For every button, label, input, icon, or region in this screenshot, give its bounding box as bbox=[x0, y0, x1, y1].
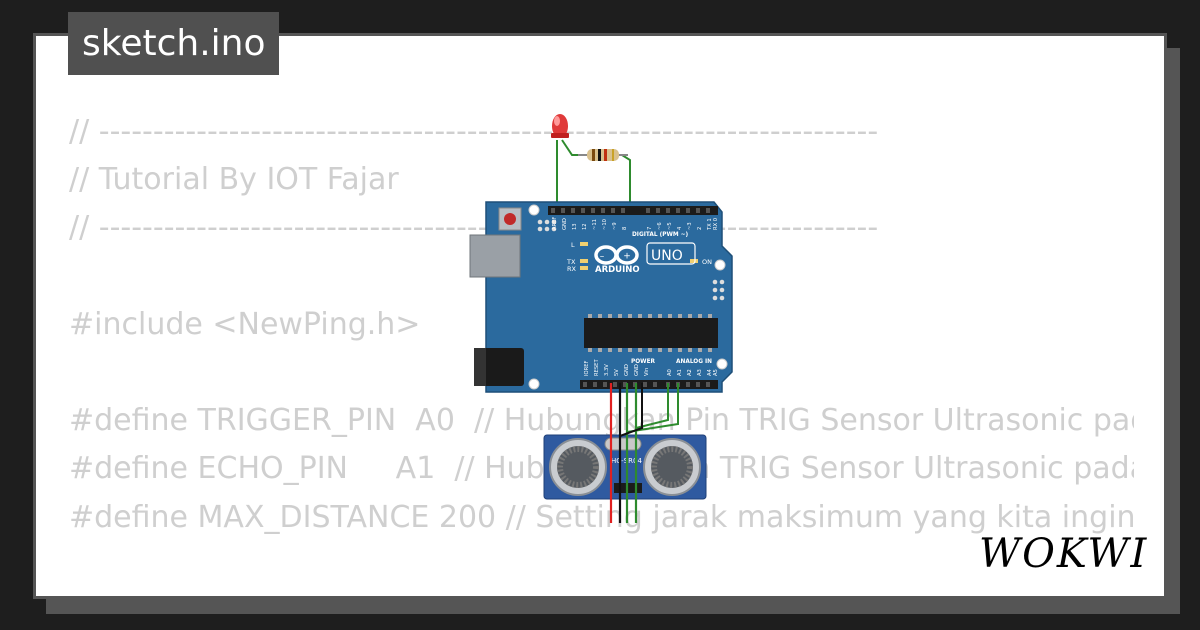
pin-label: ~10 bbox=[602, 219, 608, 230]
code-line: #include <NewPing.h> bbox=[69, 306, 421, 342]
file-tab-label: sketch.ino bbox=[82, 23, 266, 64]
l-label: L bbox=[571, 241, 575, 249]
wokwi-logo-text: WOKWI bbox=[979, 531, 1148, 577]
usb-port bbox=[469, 234, 521, 278]
pin-label: 7 bbox=[647, 227, 653, 230]
arduino-infinity-logo bbox=[594, 245, 639, 265]
pin-label: GND bbox=[624, 364, 630, 376]
on-label: ON bbox=[702, 258, 712, 266]
pin-label: 12 bbox=[582, 223, 588, 230]
icsp-header-right bbox=[712, 279, 725, 301]
tx-label: TX bbox=[566, 258, 576, 266]
digital-header bbox=[548, 206, 718, 215]
pin-label: ~6 bbox=[657, 222, 663, 230]
pin-label: TX 1 bbox=[707, 218, 713, 231]
pin-label: 4 bbox=[677, 226, 683, 230]
file-tab[interactable]: sketch.ino bbox=[68, 12, 280, 75]
code-line: #define MAX_DISTANCE 200 // Setting jara… bbox=[69, 499, 1134, 535]
icsp-header-left bbox=[537, 219, 557, 232]
pin-label: RESET bbox=[594, 359, 600, 376]
arduino-brand-label: ARDUINO bbox=[595, 265, 640, 275]
code-line: #define TRIGGER_PIN A0 // Hubungkan Pin … bbox=[69, 403, 1134, 439]
pin-label: IOREF bbox=[584, 361, 590, 376]
arduino-model-label: UNO bbox=[651, 248, 683, 264]
digital-label: DIGITAL (PWM ~) bbox=[632, 232, 689, 238]
atmega-chip bbox=[584, 318, 718, 348]
rx-label: RX bbox=[567, 265, 577, 273]
pin-label: A3 bbox=[697, 369, 703, 376]
svg-text:–: – bbox=[600, 252, 605, 262]
arduino-uno-board[interactable]: – + bbox=[469, 201, 733, 393]
pin-label: 8 bbox=[622, 227, 628, 230]
hc-sr04-sensor[interactable] bbox=[543, 434, 707, 500]
power-jack bbox=[474, 348, 524, 386]
led-wire-anode bbox=[561, 139, 585, 156]
pin-label: A1 bbox=[677, 369, 683, 376]
pin-label: Vin bbox=[644, 368, 650, 376]
code-line: // -------------------------------------… bbox=[69, 114, 879, 149]
pin-label: ~11 bbox=[592, 219, 598, 230]
pin-label: A0 bbox=[667, 369, 673, 376]
pin-label: ~3 bbox=[687, 222, 693, 230]
resistor-wire bbox=[621, 154, 631, 211]
pin-label: GND bbox=[634, 364, 640, 376]
code-line: NewPing sonar(TRIGGER_PIN, ECHO_PIN, MAX… bbox=[69, 590, 1134, 597]
analog-label: ANALOG IN bbox=[676, 359, 712, 365]
pin-label: ~5 bbox=[667, 222, 673, 230]
led[interactable] bbox=[551, 114, 569, 138]
pin-label: A5 bbox=[713, 369, 719, 376]
wokwi-logo[interactable]: WOKWI bbox=[975, 527, 1151, 577]
pin-label: 2 bbox=[697, 227, 703, 230]
pin-label: AREF bbox=[552, 217, 558, 230]
pin-label: 3.3V bbox=[604, 364, 610, 376]
pin-label: ~9 bbox=[612, 222, 618, 230]
code-line: // Tutorial By IOT Fajar bbox=[69, 162, 399, 198]
svg-text:+: + bbox=[623, 252, 631, 262]
pin-label: A4 bbox=[707, 368, 713, 376]
resistor[interactable] bbox=[578, 149, 628, 161]
power-analog-header bbox=[580, 380, 718, 389]
power-label: POWER bbox=[631, 359, 656, 365]
pin-label: 5V bbox=[614, 369, 620, 376]
pin-label: A2 bbox=[687, 369, 693, 376]
pin-label: GND bbox=[562, 218, 568, 230]
pin-label: RX 0 bbox=[713, 218, 719, 230]
pin-label: 13 bbox=[572, 223, 578, 230]
